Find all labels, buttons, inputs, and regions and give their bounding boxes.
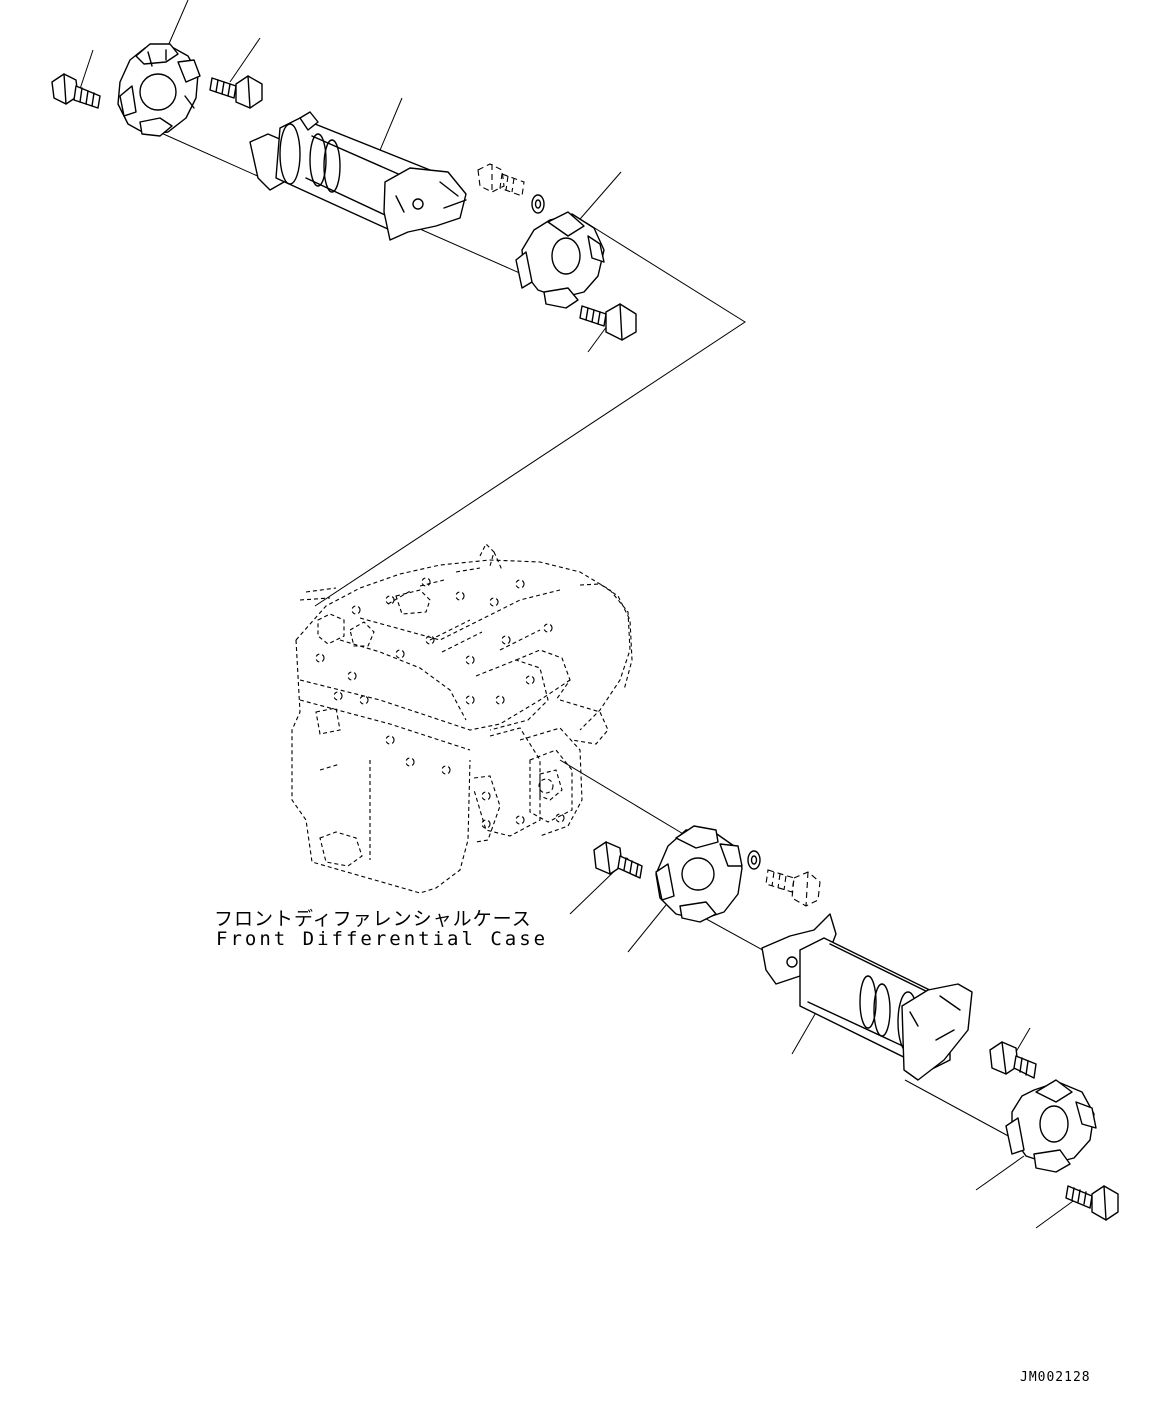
upper-universal-joint-spider — [117, 43, 201, 137]
upper-washer — [531, 194, 545, 214]
upper-flange-yoke — [515, 211, 605, 309]
upper-bolt-right — [209, 75, 263, 109]
drawing-code: JM002128 — [1020, 1370, 1091, 1385]
lower-washer — [747, 850, 761, 870]
upper-bolt-mid — [477, 163, 525, 197]
lower-propeller-shaft — [761, 913, 973, 1081]
upper-bolt-left — [51, 73, 101, 109]
front-differential-case — [291, 543, 633, 894]
lower-bolt-mid — [765, 869, 821, 907]
lower-universal-joint-spider — [655, 825, 743, 923]
lower-bolt-lower — [1065, 1185, 1119, 1221]
upper-propeller-shaft — [249, 111, 467, 241]
lower-bolt-left — [593, 841, 643, 879]
part-label-english: Front Differential Case — [216, 928, 549, 950]
upper-bolt-lower — [579, 303, 637, 341]
lower-flange-yoke — [1005, 1079, 1097, 1173]
part-label-japanese: フロントディファレンシャルケース — [214, 908, 532, 930]
lower-bolt-right — [989, 1041, 1037, 1079]
